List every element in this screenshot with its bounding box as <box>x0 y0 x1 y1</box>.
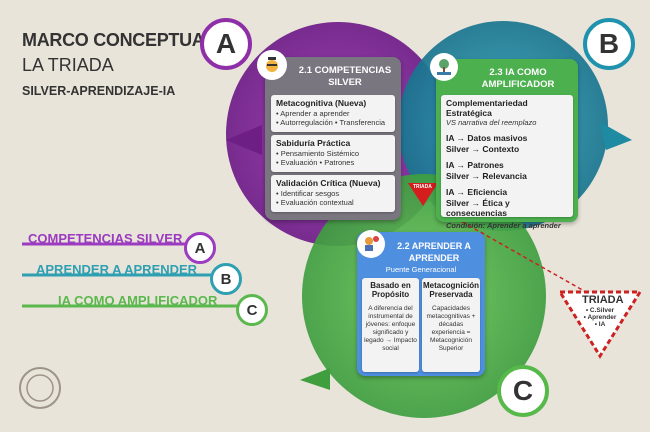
legend-label-b: APRENDER A APRENDER <box>36 262 198 277</box>
title-line-2: LA TRIADA <box>22 55 114 75</box>
col-metacognicion: Metacognición Preservada Capacidades met… <box>422 278 480 372</box>
col-title: Metacognición Preservada <box>422 281 479 299</box>
panel-silver-title: 2.1 COMPETENCIAS SILVER <box>298 65 392 88</box>
panel-ia-amplificador: 2.3 IA COMO AMPLIFICADOR Complementaried… <box>430 53 578 230</box>
pair-b: Silver → Relevancia <box>446 171 527 181</box>
pair-b: Silver → Ética y consecuencias <box>446 198 510 218</box>
col-text: Capacidades metacognitivas + décadas exp… <box>426 305 476 352</box>
box-title: Sabiduría Práctica <box>276 138 351 148</box>
pair-b: Silver → Contexto <box>446 144 520 154</box>
legend-badge-b: B <box>210 263 242 295</box>
arrow-a <box>226 125 262 155</box>
legend-label-a: COMPETENCIAS SILVER <box>28 231 183 246</box>
pair-a: IA → Eficiencia <box>446 187 508 197</box>
box-sabiduria: Sabiduría Práctica • Pensamiento Sistémi… <box>271 135 395 172</box>
thinking-head-icon <box>257 50 287 80</box>
center-triangle-label: TRIADA <box>413 184 432 190</box>
panel-aprender: 2.2 APRENDER A APRENDER Puente Generacio… <box>357 230 485 376</box>
legend-label-c: IA COMO AMPLIFICADOR <box>58 293 218 308</box>
ia-subtitle-2: VS narrativa del reemplazo <box>446 118 537 127</box>
col-title: Basado en Propósito <box>370 281 411 299</box>
title-line-3: SILVER-APRENDIZAJE-IA <box>22 84 176 98</box>
circle-letter-a: A <box>200 18 252 70</box>
tree-laptop-icon <box>430 53 458 81</box>
col-proposito: Basado en Propósito A diferencia del ins… <box>362 278 419 372</box>
triada-item: • Aprender <box>583 314 617 321</box>
pair-a: IA → Datos masivos <box>446 133 528 143</box>
dashed-connector <box>437 207 601 301</box>
center-triangle <box>408 183 438 206</box>
arrow-b <box>600 122 632 150</box>
triada-items: • C.Silver • Aprender • IA <box>582 307 618 328</box>
box-item: • Pensamiento Sistémico <box>276 149 360 158</box>
col-text: A diferencia del instrumental de jóvenes… <box>364 305 417 352</box>
box-item: • Evaluación • Patrones <box>276 158 355 167</box>
circle-letter-c: C <box>497 365 549 417</box>
panel-aprender-title: 2.2 APRENDER A APRENDER <box>397 241 471 263</box>
arrow-c <box>300 368 330 390</box>
triada-triangle <box>557 290 643 359</box>
panel-ia-title: 2.3 IA COMO AMPLIFICADOR <box>481 67 555 90</box>
box-item: • Identificar sesgos <box>276 189 340 198</box>
title-line-1: MARCO CONCEPTUAL: <box>22 30 221 50</box>
box-complementariedad: Complementariedad Estratégica VS narrati… <box>441 95 573 230</box>
bridge-label: Puente Generacional <box>385 265 457 274</box>
legend-badge-c: C <box>236 294 268 326</box>
circle-letter-b: B <box>583 18 635 70</box>
learner-icon <box>357 230 385 258</box>
box-title: Validación Crítica (Nueva) <box>276 178 381 188</box>
triada-item: • IA <box>594 321 606 328</box>
box-item: • Evaluación contextual <box>276 198 354 207</box>
triada-title: TRIADA <box>582 294 624 306</box>
box-title: Metacognitiva (Nueva) <box>276 98 367 108</box>
ia-subtitle: Complementariedad Estratégica <box>446 98 528 118</box>
box-item: • Aprender a aprender <box>276 109 350 118</box>
triada-item: • C.Silver <box>585 307 615 314</box>
ia-condition: Condición: Aprender a aprender <box>446 221 561 230</box>
box-validacion: Validación Crítica (Nueva) • Identificar… <box>271 175 395 212</box>
box-metacognitiva: Metacognitiva (Nueva) • Aprender a apren… <box>271 95 395 132</box>
logo-seal <box>19 367 61 409</box>
pair-a: IA → Patrones <box>446 160 504 170</box>
legend-badge-a: A <box>184 232 216 264</box>
panel-competencias-silver: 2.1 COMPETENCIAS SILVER Metacognitiva (N… <box>257 50 401 220</box>
box-item: • Autorregulación • Transferencia <box>276 118 386 127</box>
